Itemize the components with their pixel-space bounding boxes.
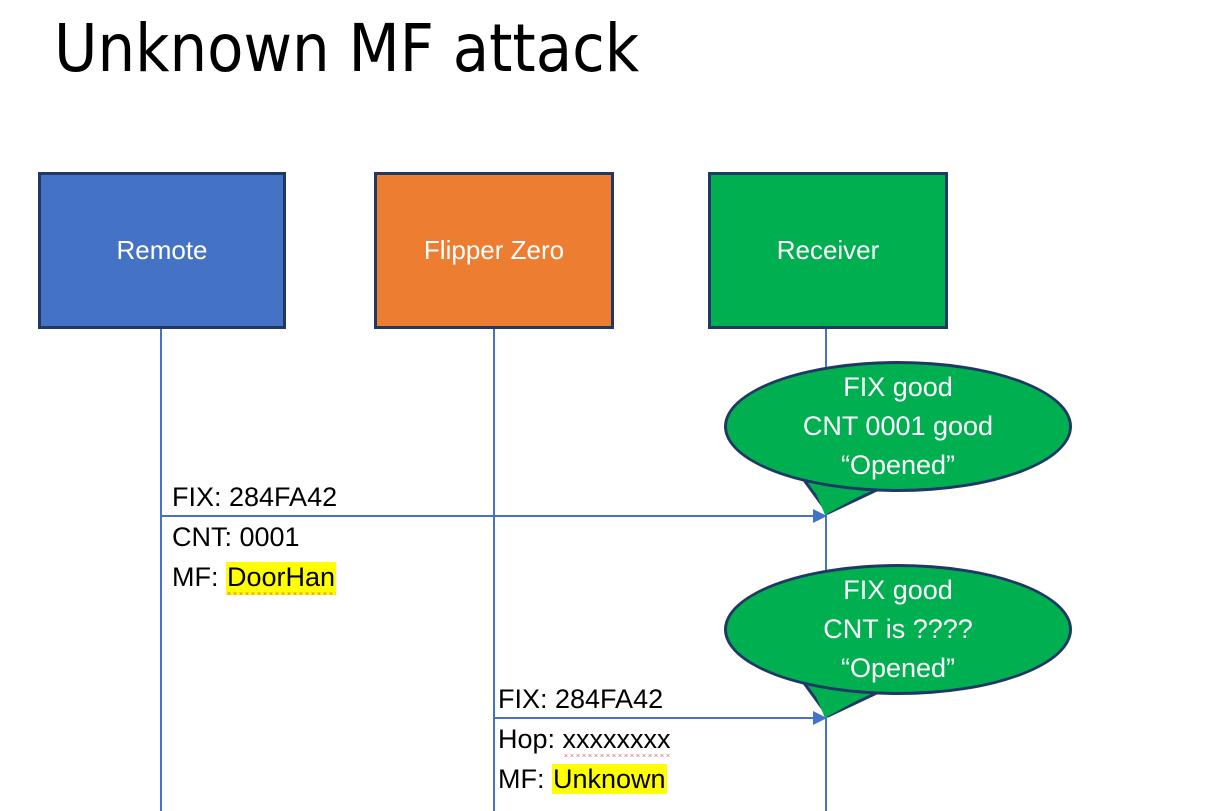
message-1-mf-value: DoorHan bbox=[226, 562, 336, 595]
bubble-2-line-2: CNT is ???? bbox=[823, 614, 973, 644]
message-1-cnt-value: 0001 bbox=[239, 522, 300, 552]
message-2-hop-prefix: Hop: bbox=[498, 724, 563, 754]
bubble-2-line-3: “Opened” bbox=[840, 653, 956, 683]
message-2-hop-value: xxxxxxxx bbox=[562, 724, 671, 757]
actor-box-remote[interactable]: Remote bbox=[38, 172, 286, 329]
actor-box-receiver[interactable]: Receiver bbox=[708, 172, 948, 329]
bubble-2-line-1: FIX good bbox=[843, 575, 953, 605]
message-arrow-remote-to-receiver bbox=[162, 509, 827, 523]
page-title: Unknown MF attack bbox=[54, 10, 640, 87]
bubble-1-line-1: FIX good bbox=[843, 372, 953, 402]
message-2-mf-prefix: MF: bbox=[498, 764, 552, 794]
message-1-fix-line: FIX: 284FA42 bbox=[172, 482, 338, 512]
lifeline-remote bbox=[160, 327, 162, 811]
message-1-mf-line: MF: DoorHan bbox=[172, 557, 336, 597]
message-arrow-flipper-to-receiver bbox=[494, 711, 827, 725]
message-2-label-above: FIX: 284FA42 bbox=[498, 679, 663, 719]
actor-label-receiver: Receiver bbox=[776, 235, 880, 265]
speech-bubble-body-first: FIX good CNT 0001 good “Opened” bbox=[724, 361, 1072, 492]
lifeline-flipper-zero bbox=[493, 327, 495, 811]
message-2-fix-line: FIX: 284FA42 bbox=[498, 684, 664, 714]
message-2-hop-line: Hop: xxxxxxxx bbox=[498, 719, 671, 759]
message-1-cnt-line: CNT: 0001 bbox=[172, 517, 336, 557]
bubble-1-line-2: CNT 0001 good bbox=[802, 411, 994, 441]
message-1-label-below: CNT: 0001 MF: DoorHan bbox=[172, 517, 336, 597]
speech-bubble-receiver-first: FIX good CNT 0001 good “Opened” bbox=[724, 361, 1072, 521]
bubble-1-line-3: “Opened” bbox=[840, 450, 956, 480]
message-1-cnt-prefix: CNT: bbox=[172, 522, 240, 552]
message-1-label-above: FIX: 284FA42 bbox=[172, 477, 337, 517]
message-2-mf-line: MF: Unknown bbox=[498, 759, 671, 799]
speech-bubble-receiver-second: FIX good CNT is ???? “Opened” bbox=[724, 564, 1072, 724]
actor-label-flipper-zero: Flipper Zero bbox=[423, 235, 565, 265]
speech-bubble-body-second: FIX good CNT is ???? “Opened” bbox=[724, 564, 1072, 695]
actor-label-remote: Remote bbox=[116, 235, 208, 265]
actor-box-flipper-zero[interactable]: Flipper Zero bbox=[374, 172, 614, 329]
message-1-mf-prefix: MF: bbox=[172, 562, 226, 592]
message-2-mf-value: Unknown bbox=[552, 764, 667, 794]
message-2-label-below: Hop: xxxxxxxx MF: Unknown bbox=[498, 719, 671, 799]
